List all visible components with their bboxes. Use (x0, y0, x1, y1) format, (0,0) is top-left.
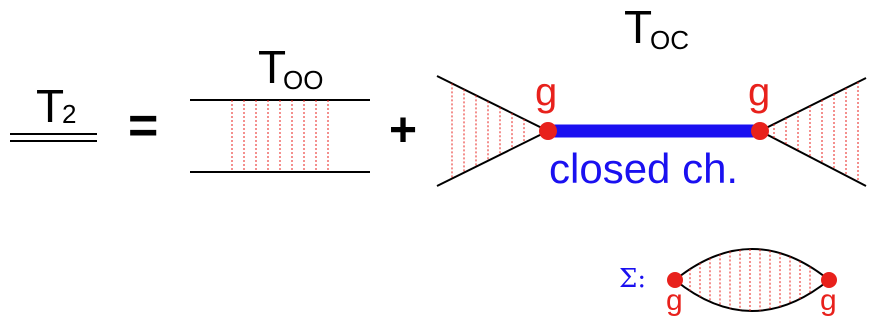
closed-channel-diagram (436, 75, 867, 187)
plus-sign: + (389, 104, 418, 157)
lhs-double-line (10, 133, 97, 142)
right-vertex (751, 122, 769, 140)
open-channel-t-subscript: OO (283, 65, 324, 95)
closed-channel-t-subscript: OC (650, 25, 689, 55)
left-vertex-label: g (535, 70, 558, 114)
bubble-left-vertex (667, 272, 683, 288)
lhs-t-symbol: T (36, 80, 65, 132)
open-channel-t-symbol: T (258, 41, 287, 93)
right-vertex-label: g (748, 70, 771, 114)
bubble-right-vertex-label: g (820, 284, 837, 317)
self-energy-bubble (667, 248, 837, 312)
sigma-label: Σ: (619, 264, 647, 294)
equals-sign: = (128, 97, 159, 155)
open-channel-ladder (190, 99, 370, 173)
bubble-left-vertex-label: g (666, 284, 683, 317)
closed-channel-t-symbol: T (624, 1, 653, 53)
bubble-right-vertex (821, 272, 837, 288)
lhs-t-subscript: 2 (62, 99, 77, 129)
left-vertex (539, 122, 557, 140)
closed-channel-label: closed ch. (549, 145, 739, 192)
